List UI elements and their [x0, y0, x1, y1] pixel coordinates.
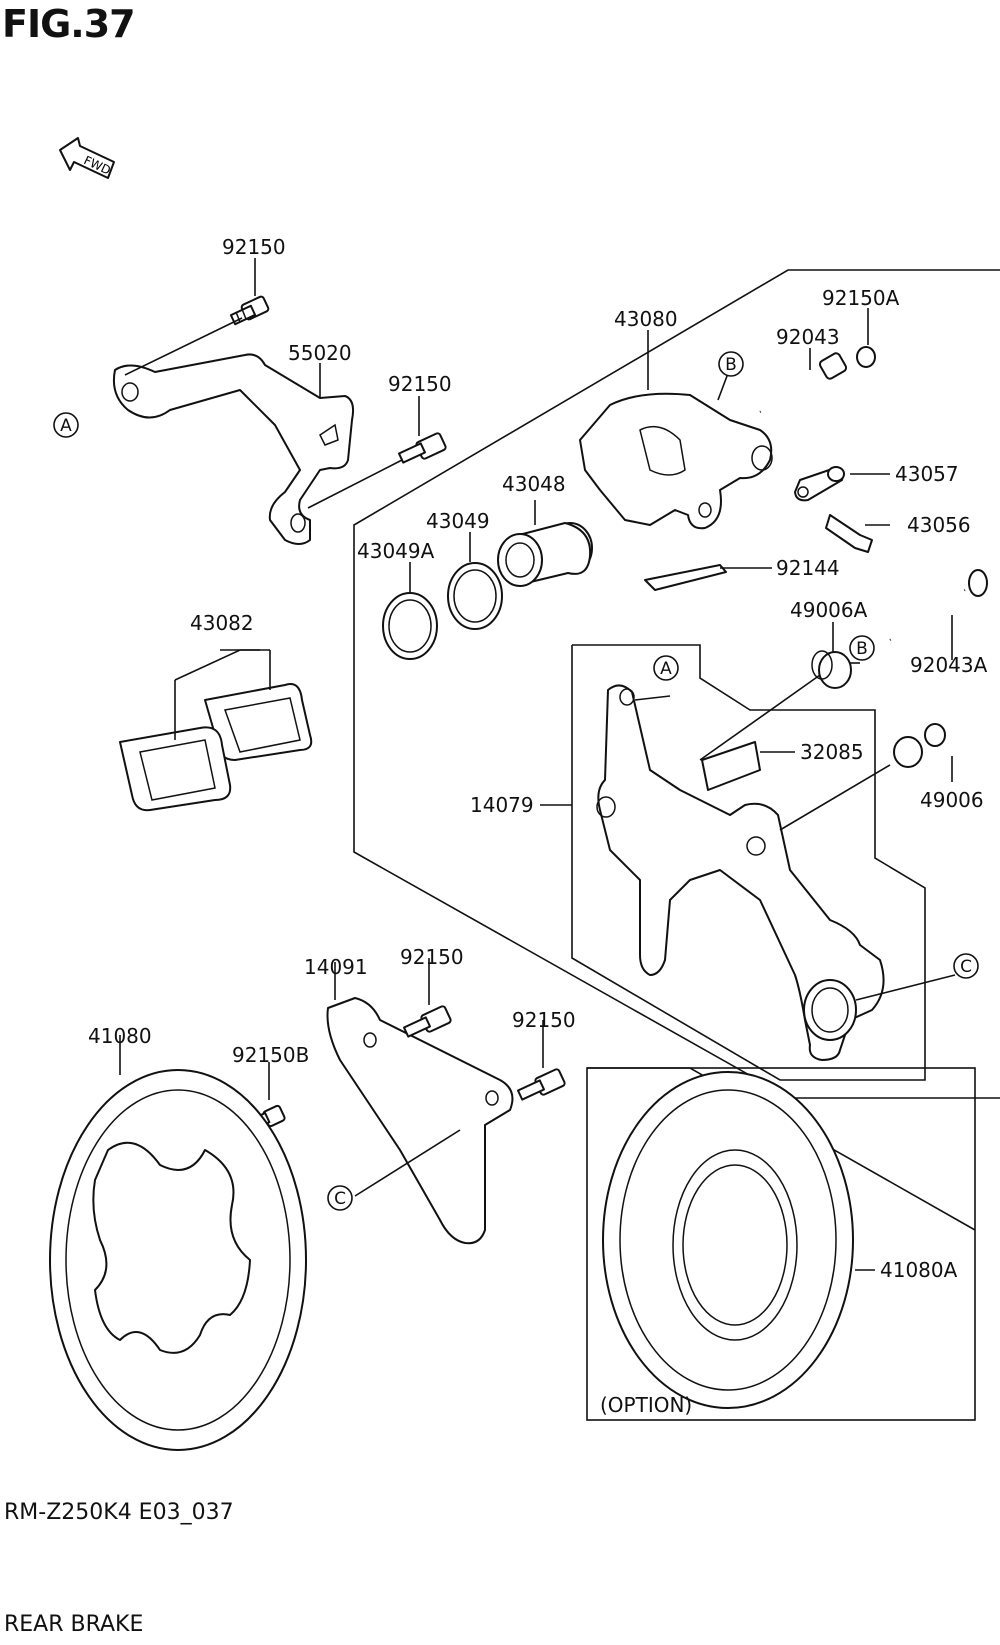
caliper-body-43080	[579, 392, 773, 530]
bolt-92150-g	[403, 1005, 452, 1038]
bracket-assembly-boundary	[571, 644, 926, 1081]
label-92150-mid: 92150	[388, 372, 452, 396]
bolt-92150B	[249, 1104, 286, 1130]
forward-arrow-icon: FWD	[59, 137, 115, 179]
label-92144: 92144	[776, 556, 840, 580]
option-label: (OPTION)	[600, 1393, 692, 1417]
label-43049: 43049	[426, 509, 490, 533]
slide-pin-92043A	[889, 569, 988, 643]
bleeder-valve-43056	[825, 514, 873, 553]
caliper-assembly-boundary	[353, 269, 1000, 1099]
svg-text:C: C	[334, 1189, 346, 1209]
disc-guard-14091	[326, 997, 514, 1245]
svg-text:B: B	[725, 355, 737, 375]
slide-pin-92043	[759, 352, 848, 415]
bolt-92150-h	[517, 1068, 566, 1101]
diagram-code: RM-Z250K4 E03_037	[4, 1500, 234, 1525]
label-55020: 55020	[288, 341, 352, 365]
label-92150-g: 92150	[400, 945, 464, 969]
label-43049A: 43049A	[357, 539, 435, 563]
label-92150-h: 92150	[512, 1008, 576, 1032]
diagram-name: REAR BRAKE	[4, 1612, 144, 1637]
label-41080A: 41080A	[880, 1258, 958, 1282]
bolt-92150-mid	[398, 432, 447, 464]
svg-text:B: B	[856, 639, 868, 659]
svg-text:A: A	[660, 659, 672, 679]
caliper-bracket-14079	[596, 684, 885, 1061]
option-disc-box	[586, 1067, 976, 1421]
figure-title: FIG.37	[2, 2, 136, 46]
label-43057: 43057	[895, 462, 959, 486]
ref-marker-b-right: B	[849, 635, 875, 661]
leader-lines	[119, 258, 956, 1271]
brake-disc-41080	[49, 1069, 307, 1451]
label-43048: 43048	[502, 472, 566, 496]
brake-disc-41080A	[602, 1071, 854, 1409]
label-43082: 43082	[190, 611, 254, 635]
bleeder-cap-43057	[794, 466, 845, 502]
label-43080: 43080	[614, 307, 678, 331]
pad-spring-92144	[644, 564, 727, 591]
label-92150B: 92150B	[232, 1043, 309, 1067]
label-49006: 49006	[920, 788, 984, 812]
label-92043A: 92043A	[910, 653, 988, 677]
label-92043: 92043	[776, 325, 840, 349]
bushing-49006	[893, 723, 946, 768]
ref-marker-c-left: C	[327, 1185, 353, 1211]
ref-marker-a-left: A	[53, 412, 79, 438]
bushing-49006A	[811, 650, 852, 689]
label-14079: 14079	[470, 793, 534, 817]
label-92150-top: 92150	[222, 235, 286, 259]
label-43056: 43056	[907, 513, 971, 537]
label-49006A: 49006A	[790, 598, 868, 622]
pad-clip-32085	[701, 741, 761, 791]
dust-seal-43049A	[382, 592, 438, 660]
brake-pads-43082	[119, 683, 313, 812]
plug-92150A	[856, 346, 876, 368]
label-41080: 41080	[88, 1024, 152, 1048]
svg-text:C: C	[960, 957, 972, 977]
ref-marker-c-right: C	[953, 953, 979, 979]
piston-43048	[497, 522, 593, 587]
torque-arm-55020	[112, 353, 355, 545]
option-box-edge	[587, 1067, 976, 1231]
svg-text:A: A	[60, 416, 72, 436]
label-14091: 14091	[304, 955, 368, 979]
ref-marker-b-top: B	[718, 351, 744, 377]
piston-seal-43049	[447, 562, 503, 630]
label-92150A: 92150A	[822, 286, 900, 310]
label-32085: 32085	[800, 740, 864, 764]
part-labels: 92150 55020 92150 43080 92150A 92043 430…	[88, 235, 988, 1417]
ref-marker-a-right: A	[653, 655, 679, 681]
